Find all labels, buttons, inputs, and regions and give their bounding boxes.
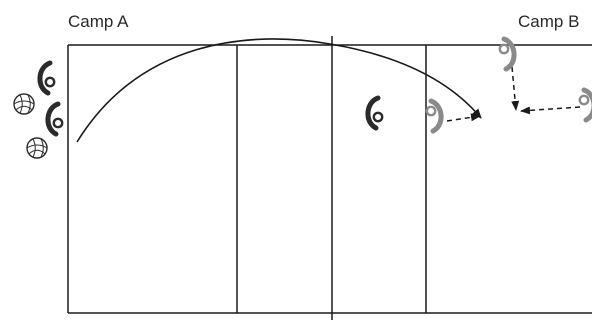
movement-arrow-to-left (446, 113, 481, 122)
player-icon (580, 90, 592, 120)
serve-trajectory-arrow (76, 38, 482, 143)
player-icon (427, 101, 441, 131)
player-icon (48, 104, 62, 134)
player-icon (368, 98, 382, 128)
movement-arrow-from-right (520, 106, 581, 115)
player-icon (40, 63, 54, 93)
camp-a-label: Camp A (68, 12, 129, 31)
volleyball-icon (13, 93, 35, 115)
movement-arrow-from-top (511, 66, 520, 111)
volleyball-icon (26, 137, 48, 159)
player-icon (500, 39, 514, 69)
camp-b-label: Camp B (518, 12, 580, 31)
